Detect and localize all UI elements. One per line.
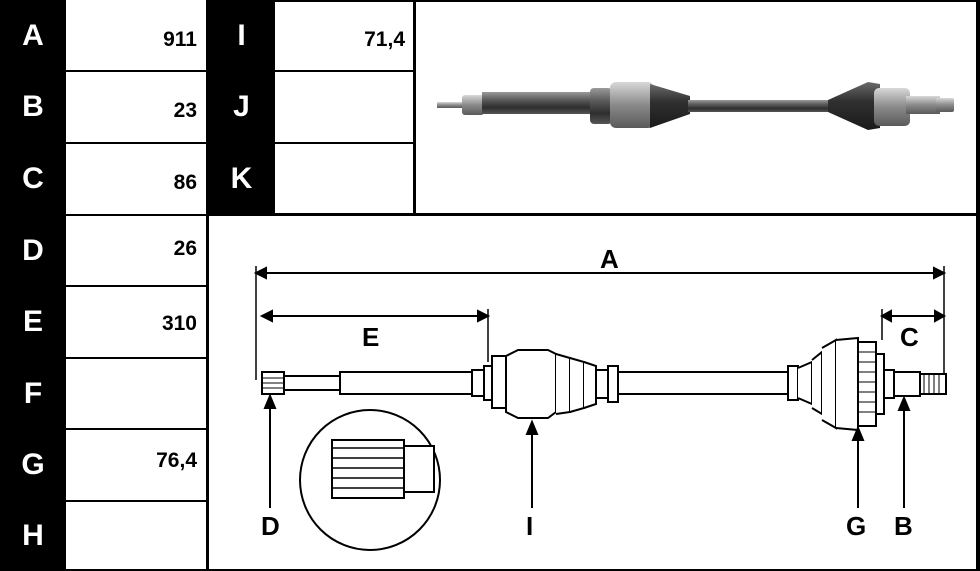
grid-line — [66, 70, 206, 72]
letter-k: K — [230, 162, 253, 195]
label-c: C — [900, 322, 919, 352]
row-a-value: 911 — [66, 0, 206, 71]
value-c: 86 — [173, 171, 197, 194]
grid-line — [976, 0, 980, 571]
row-j-letter: J — [208, 71, 275, 143]
row-e-value: 310 — [66, 286, 206, 358]
row-k-letter: K — [208, 143, 275, 215]
grid-line — [206, 213, 980, 216]
row-h-value — [66, 501, 206, 571]
letter-d: D — [22, 233, 44, 267]
label-e: E — [362, 322, 379, 352]
letter-i: I — [237, 18, 246, 52]
shaft-photo — [437, 82, 954, 130]
grid-line — [206, 0, 980, 2]
row-i-letter: I — [208, 0, 275, 71]
row-f-letter: F — [0, 358, 66, 429]
row-g-letter: G — [0, 429, 66, 501]
value-a: 911 — [163, 28, 197, 51]
letter-g: G — [21, 448, 45, 481]
row-i-value: 71,4 — [275, 0, 414, 71]
grid-line — [0, 569, 980, 571]
grid-line — [413, 0, 416, 215]
value-g: 76,4 — [156, 449, 197, 472]
letter-b: B — [22, 90, 44, 123]
row-c-letter: C — [0, 143, 66, 215]
label-g: G — [846, 511, 866, 541]
row-k-value — [275, 143, 414, 215]
grid-line — [66, 142, 206, 144]
row-j-value — [275, 71, 414, 143]
value-e: 310 — [161, 312, 197, 335]
label-a: A — [600, 244, 619, 274]
grid-line — [66, 285, 206, 287]
label-i: I — [526, 511, 533, 541]
row-a-letter: A — [0, 0, 66, 71]
label-b: B — [894, 511, 913, 541]
row-g-value: 76,4 — [66, 429, 206, 501]
grid-line — [206, 0, 209, 571]
grid-line — [275, 70, 415, 72]
row-d-value: 26 — [66, 215, 206, 286]
letter-h: H — [22, 519, 44, 552]
shaft-line-drawing — [253, 266, 947, 551]
letter-c: C — [22, 162, 44, 195]
grid-line — [66, 428, 206, 430]
row-d-letter: D — [0, 215, 66, 286]
letter-j: J — [233, 90, 250, 123]
value-d: 26 — [173, 237, 197, 260]
letter-e: E — [22, 305, 43, 338]
row-b-letter: B — [0, 71, 66, 143]
label-d: D — [261, 511, 280, 541]
row-f-value — [66, 358, 206, 429]
grid-line — [66, 357, 206, 359]
grid-line — [66, 214, 206, 216]
grid-line — [66, 500, 206, 502]
row-e-letter: E — [0, 286, 66, 358]
letter-f: F — [23, 376, 43, 410]
row-c-value: 86 — [66, 143, 206, 215]
row-b-value: 23 — [66, 71, 206, 143]
value-b: 23 — [173, 99, 197, 122]
letter-a: A — [22, 18, 44, 52]
row-h-letter: H — [0, 501, 66, 571]
grid-line — [275, 142, 415, 144]
value-i: 71,4 — [364, 28, 405, 51]
